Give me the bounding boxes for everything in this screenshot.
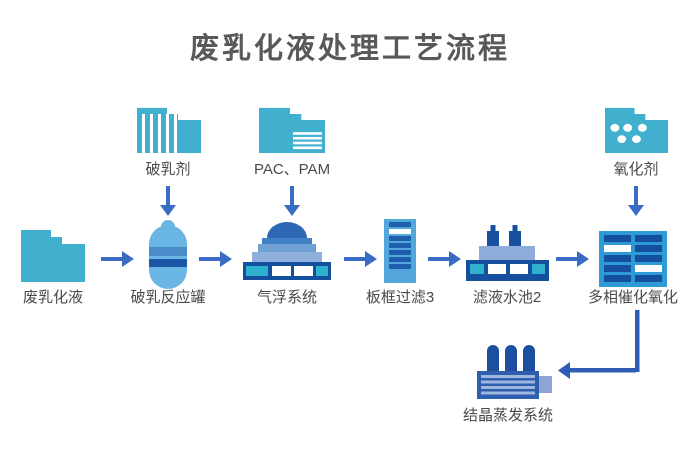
air-flotation-icon	[243, 222, 331, 280]
arrow-down-icon	[628, 186, 644, 216]
waste-emulsion-folder-icon	[21, 230, 85, 282]
plate-filter-label: 板框过滤3	[365, 289, 435, 306]
flow-arrow-right-icon	[428, 251, 461, 267]
flow-arrow-right-icon	[199, 251, 232, 267]
arrow-down-icon	[160, 186, 176, 216]
filtrate-pool-label: 滤液水池2	[472, 289, 542, 306]
arrow-down-icon	[284, 186, 300, 216]
oxidant-label: 氧化剂	[613, 161, 659, 178]
air-flotation-label: 气浮系统	[256, 289, 317, 306]
filtrate-pool-icon	[466, 225, 549, 281]
waste-emulsion-label: 废乳化液	[22, 289, 83, 306]
catalytic-oxidation-label: 多相催化氧化	[587, 289, 678, 306]
page-title: 废乳化液处理工艺流程	[189, 33, 510, 65]
reaction-tank-icon	[149, 220, 187, 289]
reaction-tank-label: 破乳反应罐	[130, 289, 206, 306]
connector-arrow-icon	[558, 310, 640, 379]
flow-arrow-right-icon	[101, 251, 134, 267]
crystallization-label: 结晶蒸发系统	[462, 407, 553, 424]
demulsifier-label: 破乳剂	[145, 161, 191, 178]
pac-pam-folder-icon	[259, 107, 325, 153]
oxidant-folder-icon	[604, 107, 669, 153]
catalytic-oxidation-icon	[599, 231, 667, 287]
crystallization-icon	[477, 345, 552, 399]
flow-arrow-right-icon	[344, 251, 377, 267]
pac-pam-label: PAC、PAM	[253, 161, 331, 178]
plate-filter-icon	[384, 219, 416, 283]
demulsifier-folder-icon	[137, 107, 201, 153]
flow-arrow-right-icon	[556, 251, 589, 267]
